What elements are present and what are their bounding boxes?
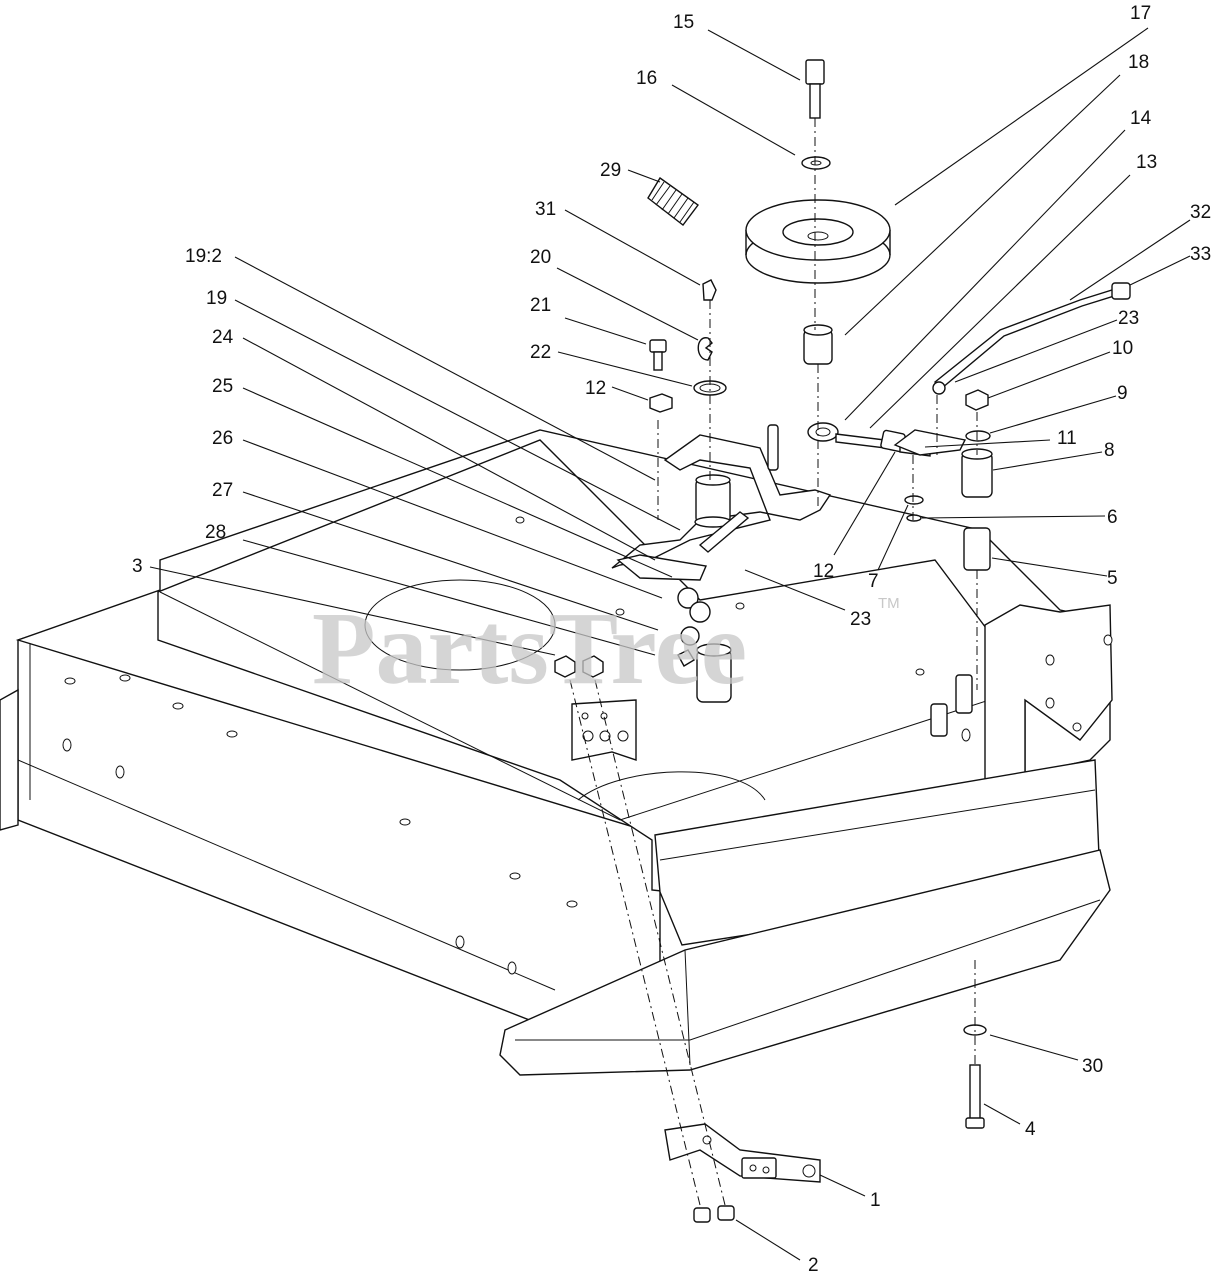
callout-29: 29 <box>600 160 621 181</box>
callout-23-lower: 23 <box>850 609 871 630</box>
spring-assembly <box>677 587 711 667</box>
callout-13: 13 <box>1136 152 1157 173</box>
callout-15: 15 <box>673 12 694 33</box>
callout-19: 19 <box>206 288 227 309</box>
plate-24 <box>616 554 707 581</box>
callout-24: 24 <box>212 327 234 348</box>
clip-6 <box>906 514 922 522</box>
e-clip-20 <box>697 337 713 361</box>
callout-33: 33 <box>1190 244 1211 265</box>
callout-10: 10 <box>1112 338 1133 359</box>
callout-14: 14 <box>1130 108 1152 129</box>
callout-6: 6 <box>1107 507 1118 528</box>
bolt-15 <box>805 59 825 119</box>
side-plate <box>554 655 637 761</box>
callout-labels: 15 16 17 18 14 13 29 31 20 21 22 12 19:2… <box>132 3 1211 1276</box>
strap-1 <box>664 1123 821 1183</box>
callout-19-2: 19:2 <box>185 246 222 267</box>
pulley <box>745 199 891 284</box>
callout-12-upper: 12 <box>585 378 606 399</box>
bolt-2a <box>693 1207 711 1223</box>
spring-29 <box>647 176 699 226</box>
callout-18: 18 <box>1128 52 1149 73</box>
nut-12-upper <box>649 393 673 413</box>
callout-32: 32 <box>1190 202 1211 223</box>
callout-17: 17 <box>1130 3 1151 24</box>
center-lines <box>569 118 978 1206</box>
callout-23-upper: 23 <box>1118 308 1139 329</box>
callout-27: 27 <box>212 480 233 501</box>
callout-7: 7 <box>868 571 879 592</box>
callout-5: 5 <box>1107 568 1118 589</box>
nut-10 <box>965 389 989 411</box>
callout-2: 2 <box>808 1255 819 1276</box>
idler-arm-bracket <box>611 424 832 569</box>
washer-9 <box>965 430 991 442</box>
spacer-18 <box>803 324 833 365</box>
bolt-4 <box>965 1064 985 1129</box>
callout-3: 3 <box>132 556 143 577</box>
grease-fitting-31 <box>702 279 717 301</box>
bolt-21 <box>649 339 667 371</box>
callout-31: 31 <box>535 199 556 220</box>
callout-12-lower: 12 <box>813 561 834 582</box>
callout-20: 20 <box>530 247 551 268</box>
leader-lines <box>149 27 1191 1261</box>
rod-end-33 <box>1111 282 1131 300</box>
callout-30: 30 <box>1082 1056 1103 1077</box>
callout-1: 1 <box>870 1190 881 1211</box>
callout-11: 11 <box>1057 428 1077 449</box>
callout-8: 8 <box>1104 440 1115 461</box>
callout-22: 22 <box>530 342 551 363</box>
washer-7 <box>904 495 924 505</box>
watermark-trademark: TM <box>878 595 900 612</box>
callout-9: 9 <box>1117 383 1128 404</box>
callout-16: 16 <box>636 68 657 89</box>
bushing-8 <box>961 448 993 498</box>
callout-26: 26 <box>212 428 233 449</box>
mower-deck <box>0 429 1113 1076</box>
bolt-2b <box>717 1205 735 1221</box>
watermark: PartsTree <box>312 591 747 706</box>
spacer-5 <box>963 527 991 571</box>
callout-21: 21 <box>530 295 551 316</box>
callout-25: 25 <box>212 376 233 397</box>
callout-4: 4 <box>1025 1119 1036 1140</box>
callout-28: 28 <box>205 522 226 543</box>
